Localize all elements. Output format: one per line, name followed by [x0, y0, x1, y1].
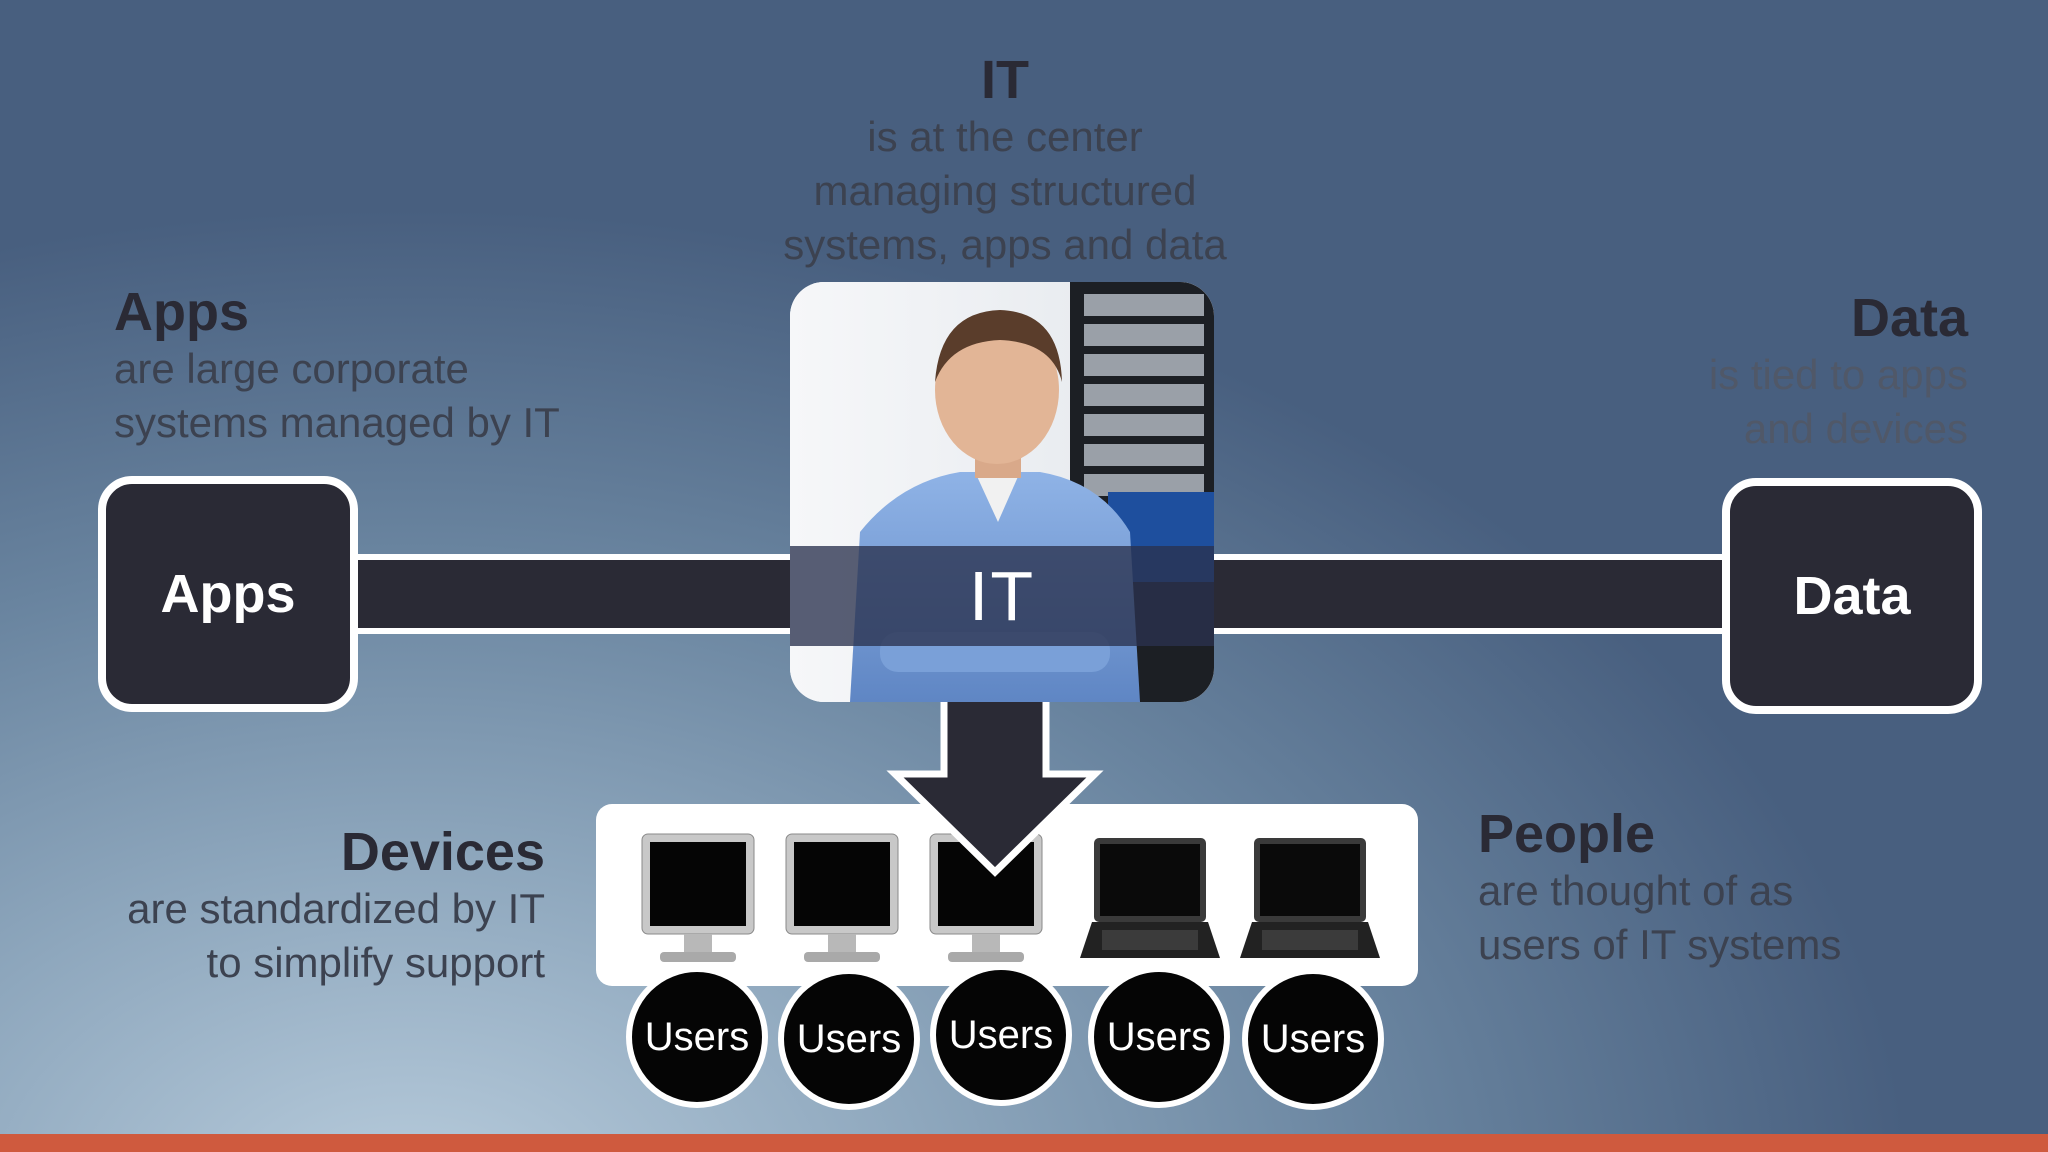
apps-node-label: Apps: [160, 564, 296, 624]
user-circle: Users: [626, 966, 768, 1108]
it-caption-line: systems, apps and data: [783, 221, 1227, 268]
data-node-label: Data: [1793, 566, 1911, 626]
devices-caption-line: are standardized by IT: [127, 885, 545, 932]
apps-caption-line: are large corporate: [114, 345, 469, 392]
it-node: IT: [790, 282, 1214, 702]
people-caption-title: People: [1478, 804, 1656, 864]
it-data-connector: [1200, 554, 1740, 634]
laptop-icon: [1240, 838, 1380, 958]
user-label: Users: [644, 1014, 750, 1059]
down-arrow: [886, 690, 1104, 877]
devices-caption: Devices are standardized by IT to simpli…: [40, 822, 545, 990]
people-caption-line: users of IT systems: [1478, 921, 1842, 968]
apps-it-connector: [350, 554, 800, 634]
monitor-icon: [929, 833, 1043, 962]
data-caption-line: and devices: [1743, 405, 1968, 452]
laptop-icon: [1080, 838, 1220, 958]
user-label: Users: [948, 1012, 1054, 1057]
user-label: Users: [1260, 1016, 1366, 1061]
user-circle: Users: [1088, 966, 1230, 1108]
monitor-icon: [641, 833, 755, 962]
monitor-icon: [785, 833, 899, 962]
accent-strip: [0, 1134, 2048, 1152]
devices-caption-line: to simplify support: [206, 939, 545, 986]
apps-caption-title: Apps: [114, 282, 249, 342]
people-caption-line: are thought of as: [1478, 867, 1794, 914]
user-circle: Users: [930, 964, 1072, 1106]
data-node: Data: [1722, 478, 1982, 714]
data-caption: Data is tied to apps and devices: [1480, 288, 1968, 456]
apps-caption: Apps are large corporate systems managed…: [114, 282, 674, 450]
apps-node: Apps: [98, 476, 358, 712]
it-node-label: IT: [968, 557, 1036, 635]
it-label-band: IT: [790, 546, 1214, 646]
it-caption-title: IT: [981, 50, 1029, 110]
it-caption-line: is at the center: [867, 113, 1143, 160]
it-caption-line: managing structured: [813, 167, 1197, 214]
user-circle: Users: [1242, 968, 1384, 1110]
it-caption: IT is at the center managing structured …: [740, 50, 1270, 272]
device-row: [641, 833, 1380, 962]
user-label: Users: [796, 1016, 902, 1061]
devices-caption-title: Devices: [340, 822, 545, 882]
user-label: Users: [1106, 1014, 1212, 1059]
apps-caption-line: systems managed by IT: [114, 399, 560, 446]
user-circle: Users: [778, 968, 920, 1110]
people-caption: People are thought of as users of IT sys…: [1478, 804, 2018, 972]
data-caption-title: Data: [1850, 288, 1968, 348]
data-caption-line: is tied to apps: [1708, 351, 1968, 398]
